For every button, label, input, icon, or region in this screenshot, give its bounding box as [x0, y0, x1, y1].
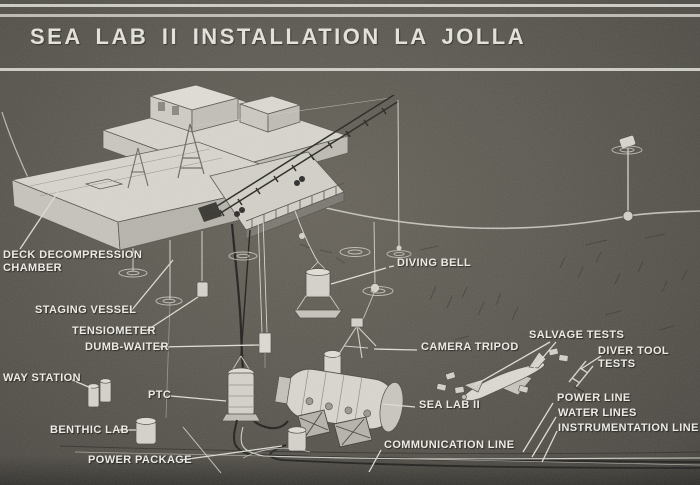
- salvage-tests-leader-1: [474, 341, 551, 386]
- ptc-label: PTC: [148, 389, 172, 401]
- sea-lab-ii-label: SEA LAB II: [419, 399, 481, 411]
- diving-bell-label: DIVING BELL: [397, 257, 472, 269]
- deck-decompression-chamber-leader-0: [19, 191, 59, 250]
- way-station-leader-0: [69, 378, 92, 389]
- diver-tool-tests-label: DIVER TOOL TESTS: [598, 345, 669, 371]
- water-lines-leader-0: [531, 416, 557, 458]
- tensiometer-leader-0: [145, 296, 199, 332]
- communication-line-label: COMMUNICATION LINE: [384, 439, 515, 451]
- salvage-tests-leader-0: [533, 341, 557, 369]
- ptc-leader-0: [170, 395, 227, 402]
- benthic-lab-label: BENTHIC LAB: [50, 424, 129, 436]
- power-line-leader-0: [522, 402, 554, 453]
- staging-vessel-leader-0: [130, 259, 174, 312]
- dumb-waiter-label: DUMB-WAITER: [85, 341, 169, 353]
- communication-line-leader-0: [368, 449, 382, 473]
- deck-decompression-chamber-label: DECK DECOMPRESSION CHAMBER: [3, 249, 143, 275]
- power-package-leader-0: [180, 445, 283, 461]
- water-lines-label: WATER LINES: [558, 407, 637, 419]
- diver-tool-tests-leader-0: [580, 355, 602, 370]
- power-package-label: POWER PACKAGE: [88, 454, 193, 466]
- sea-lab-ii-leader-0: [382, 403, 416, 408]
- tensiometer-label: TENSIOMETER: [72, 325, 156, 337]
- way-station-label: WAY STATION: [3, 372, 81, 384]
- diving-bell-leader-1: [330, 267, 387, 285]
- camera-tripod-label: CAMERA TRIPOD: [421, 341, 519, 353]
- dumb-waiter-leader-0: [158, 344, 260, 348]
- camera-tripod-leader-0: [373, 348, 418, 351]
- instrumentation-line-label: INSTRUMENTATION LINE: [558, 422, 699, 434]
- staging-vessel-label: STAGING VESSEL: [35, 304, 137, 316]
- instrumentation-line-leader-0: [541, 430, 558, 463]
- salvage-tests-label: SALVAGE TESTS: [529, 329, 625, 341]
- diving-bell-leader-0: [388, 265, 395, 268]
- power-line-label: POWER LINE: [557, 392, 631, 404]
